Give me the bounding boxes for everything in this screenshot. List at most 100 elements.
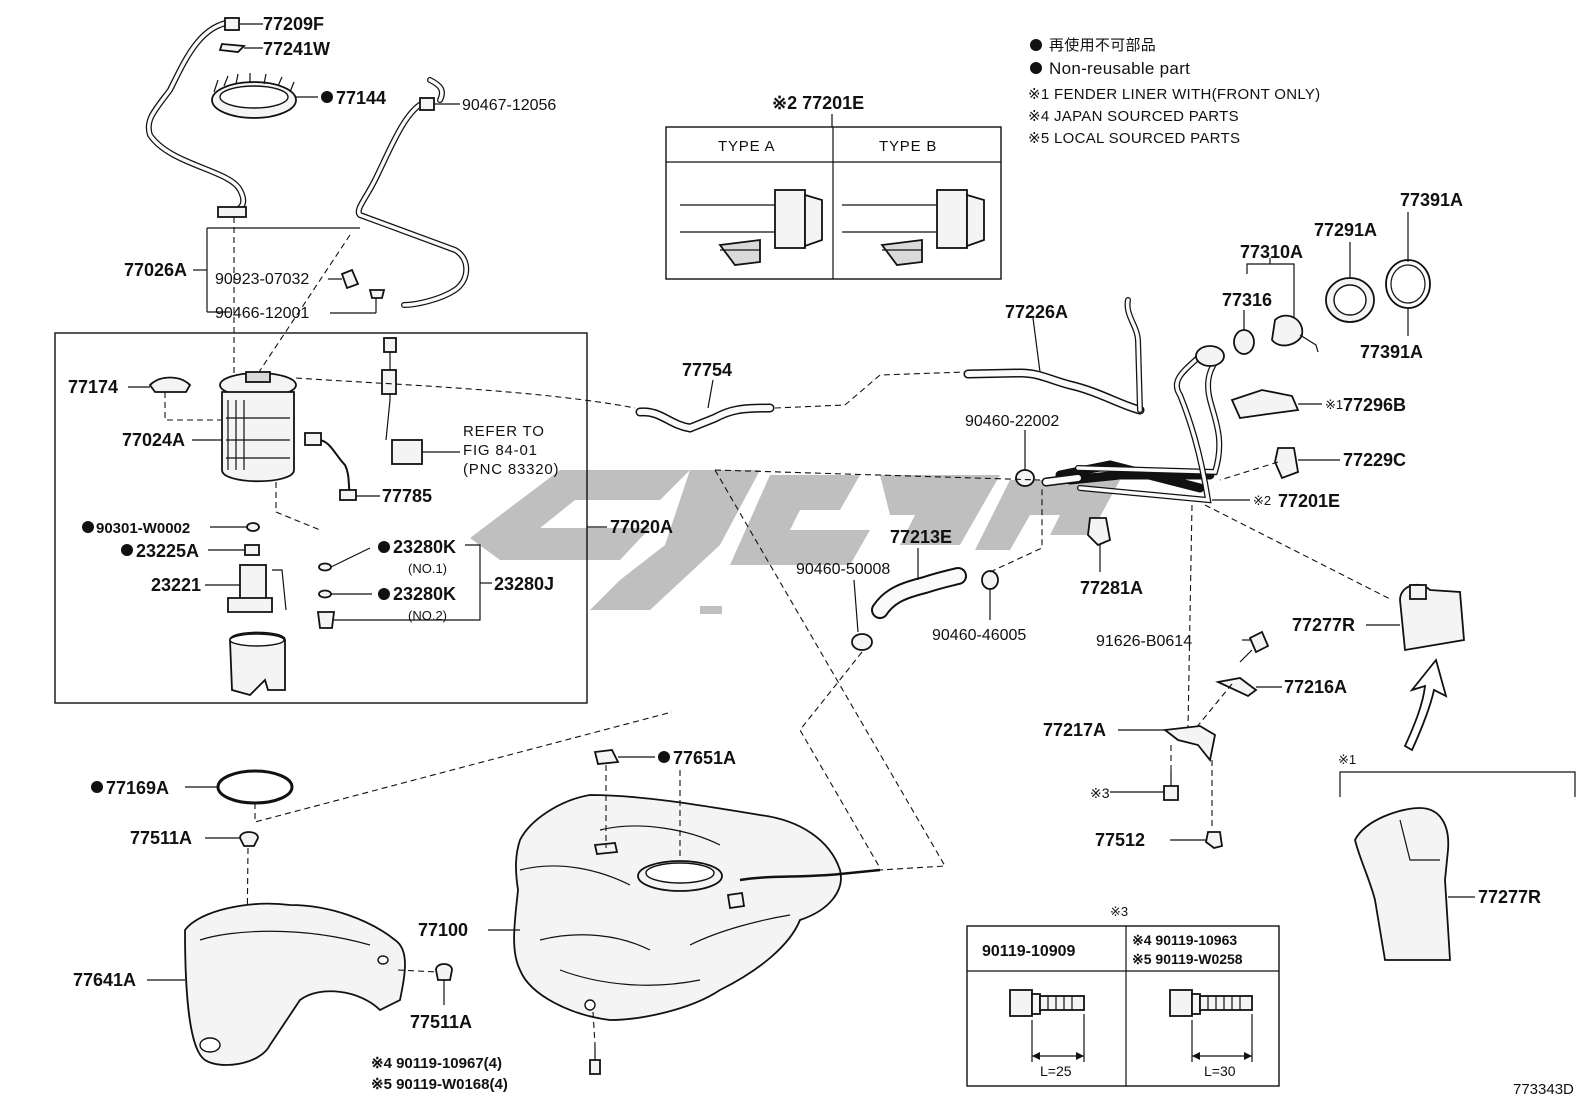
label-77024A[interactable]: 77024A	[122, 430, 185, 450]
label-77169A[interactable]: 77169A	[106, 778, 169, 798]
legend-line-japan: ※4 JAPAN SOURCED PARTS	[1028, 108, 1239, 125]
label-77511A-bot[interactable]: 77511A	[410, 1012, 472, 1032]
type-b-header: TYPE B	[879, 138, 937, 155]
bolt-drawing-l30: L=30	[1169, 989, 1253, 1079]
type-a-connector-drawing	[680, 189, 823, 266]
figure-code: 773343D	[1513, 1081, 1574, 1098]
arrow-up-icon	[1403, 658, 1448, 752]
label-77641A[interactable]: 77641A	[73, 970, 136, 990]
refer-note-line2: FIG 84-01	[463, 442, 538, 459]
label-77241W[interactable]: 77241W	[263, 39, 330, 59]
bolt-table-col2-part-local: ※5 90119-W0258	[1132, 951, 1243, 967]
label-77174[interactable]: 77174	[68, 377, 118, 397]
label-77785[interactable]: 77785	[382, 486, 432, 506]
bolt-mark3	[1163, 785, 1179, 801]
fuel-tank-77100	[513, 794, 842, 1021]
watermark-logo	[470, 470, 1120, 614]
label-90460-50008[interactable]: 90460-50008	[796, 561, 890, 578]
label-90119-W0168[interactable]: ※5 90119-W0168(4)	[371, 1076, 508, 1093]
fuel-filter	[229, 631, 286, 697]
label-90460-46005[interactable]: 90460-46005	[932, 627, 1026, 644]
label-23225A[interactable]: 23225A	[136, 541, 199, 561]
bracket-77216A	[1215, 677, 1258, 698]
label-77310A[interactable]: 77310A	[1240, 242, 1303, 262]
bolt-90119-10967	[589, 1059, 601, 1075]
regulator-23280J	[316, 611, 336, 629]
refer-note-line3: (PNC 83320)	[463, 461, 559, 478]
filler-cap-group: 77310A 77316 77291A 77391A 77391A ※1 772…	[1219, 190, 1463, 481]
label-77209F[interactable]: 77209F	[263, 14, 324, 34]
filler-protector-group: 77277R ※1 77277R 91626-B0614 77216A 7721…	[1043, 504, 1576, 961]
label-77217A[interactable]: 77217A	[1043, 720, 1106, 740]
bolt-table-col2-part-jp: ※4 90119-10963	[1132, 932, 1237, 948]
gasket-77316	[1233, 329, 1255, 355]
bolt-table-col1-part: 90119-10909	[982, 943, 1076, 960]
label-77213E[interactable]: 77213E	[890, 527, 952, 547]
label-77277R-bot[interactable]: 77277R	[1478, 887, 1541, 907]
non-reusable-dot-icon	[658, 751, 670, 763]
label-77754[interactable]: 77754	[682, 360, 732, 380]
label-90467-12056[interactable]: 90467-12056	[462, 97, 556, 114]
o-ring-90301-W0002	[246, 522, 260, 532]
legend: 再使用不可部品 Non-reusable part ※1 FENDER LINE…	[1028, 37, 1320, 147]
label-90301-W0002[interactable]: 90301-W0002	[96, 520, 190, 537]
legend-line-non-reusable: Non-reusable part	[1049, 59, 1190, 78]
fuel-pump-assembly-box: 77020A 77174 77024A REFER TO FIG 84-01 (…	[54, 332, 673, 704]
connector-end	[217, 206, 247, 218]
bolt-table: ※3 90119-10909 ※4 90119-10963 ※5 90119-W…	[966, 904, 1280, 1087]
non-reusable-dot-icon	[1030, 62, 1042, 74]
fuel-tank-group: 77100 77651A ※4 90119-10967(4) ※5 90119-…	[371, 469, 1041, 1093]
label-77026A[interactable]: 77026A	[124, 260, 187, 280]
label-91626-B0614[interactable]: 91626-B0614	[1096, 633, 1192, 650]
bracket-77217A	[1162, 725, 1217, 763]
label-23280J[interactable]: 23280J	[494, 574, 554, 594]
non-reusable-dot-icon	[1030, 39, 1042, 51]
label-77391A-top[interactable]: 77391A	[1400, 190, 1463, 210]
fuel-cap-77310A	[1271, 314, 1304, 347]
type-b-connector-drawing	[842, 189, 985, 266]
label-90460-22002[interactable]: 90460-22002	[965, 413, 1059, 430]
label-77316[interactable]: 77316	[1222, 290, 1272, 310]
label-23221[interactable]: 23221	[151, 575, 201, 595]
label-77226A[interactable]: 77226A	[1005, 302, 1068, 322]
fuel-pump-upper-group: 77209F 77241W 77144 90467-12056 77026A 9…	[124, 14, 556, 376]
legend-line-local: ※5 LOCAL SOURCED PARTS	[1028, 130, 1240, 147]
clamp-90460-46005	[981, 570, 999, 590]
non-reusable-dot-icon	[378, 541, 390, 553]
label-77296B[interactable]: 77296B	[1343, 395, 1406, 415]
clip-77512	[1205, 831, 1224, 849]
label-90923-07032[interactable]: 90923-07032	[215, 271, 309, 288]
label-77281A[interactable]: 77281A	[1080, 578, 1143, 598]
clip-77511A-bottom	[435, 963, 453, 981]
clip-77511A-top	[239, 831, 259, 847]
label-90466-12001[interactable]: 90466-12001	[215, 305, 309, 322]
clamp-77229C	[1274, 447, 1300, 480]
label-23280K-no2-sub: (NO.2)	[408, 608, 447, 623]
label-77291A[interactable]: 77291A	[1314, 220, 1377, 240]
label-77216A[interactable]: 77216A	[1284, 677, 1347, 697]
type-a-header: TYPE A	[718, 138, 775, 155]
legend-line-jp: 再使用不可部品	[1049, 37, 1156, 54]
label-77277R-top[interactable]: 77277R	[1292, 615, 1355, 635]
clamp-90460-22002	[1015, 469, 1035, 487]
label-77229C[interactable]: 77229C	[1343, 450, 1406, 470]
non-reusable-dot-icon	[82, 521, 94, 533]
label-77144[interactable]: 77144	[336, 88, 386, 108]
clamp-90460-50008	[851, 633, 873, 651]
cushion-23225A	[244, 544, 260, 556]
label-23280K-no2[interactable]: 23280K	[393, 584, 456, 604]
clip-77651A	[593, 749, 620, 765]
label-77651A[interactable]: 77651A	[673, 748, 736, 768]
label-23280K-no1-sub: (NO.1)	[408, 561, 447, 576]
label-77020A[interactable]: 77020A	[610, 517, 673, 537]
label-77391A-bot[interactable]: 77391A	[1360, 342, 1423, 362]
label-77512[interactable]: 77512	[1095, 830, 1145, 850]
label-77100[interactable]: 77100	[418, 920, 468, 940]
label-77201E[interactable]: 77201E	[1278, 491, 1340, 511]
label-90119-10967[interactable]: ※4 90119-10967(4)	[371, 1055, 502, 1072]
ring-77391A	[1385, 259, 1431, 309]
label-77511A-top[interactable]: 77511A	[130, 828, 192, 848]
label-23280K-no1[interactable]: 23280K	[393, 537, 456, 557]
valve-90923-07032	[340, 268, 360, 290]
